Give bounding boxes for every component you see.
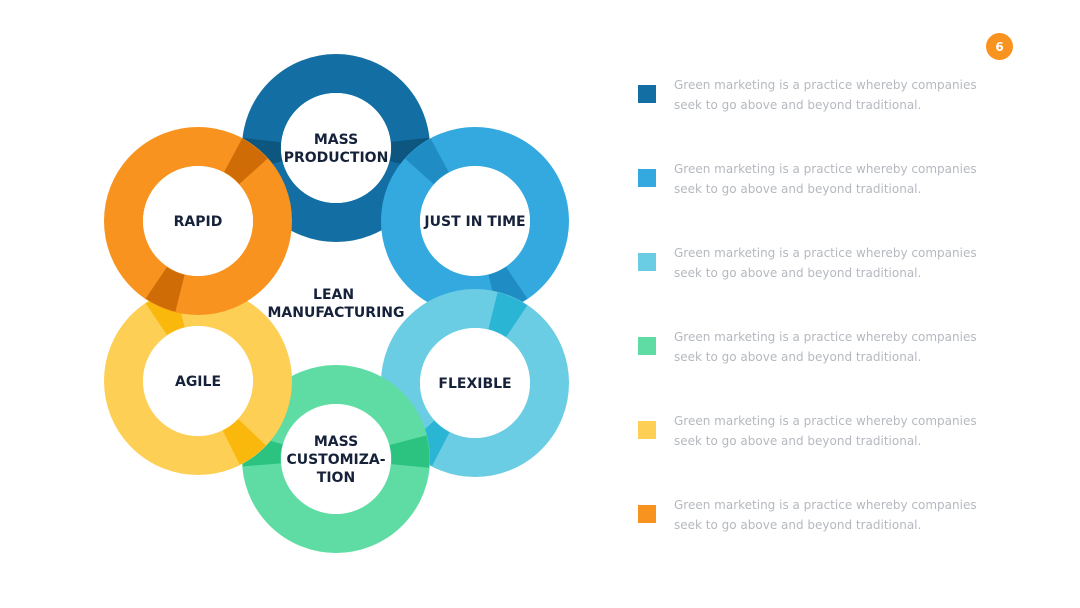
- legend-item: Green marketing is a practice whereby co…: [638, 495, 1018, 539]
- ring-shade: [145, 266, 186, 312]
- ring-shade: [389, 435, 430, 468]
- node-label-line: PRODUCTION: [284, 150, 389, 166]
- legend-swatch: [638, 505, 656, 523]
- node-label: MASS PRODUCTION: [284, 132, 389, 166]
- node-label-line: MASS: [314, 132, 358, 148]
- legend-text: Green marketing is a practice whereby co…: [674, 330, 977, 364]
- node-label-line: MASS: [314, 434, 358, 450]
- node-hole: [281, 404, 391, 514]
- legend-text: Green marketing is a practice whereby co…: [674, 498, 977, 532]
- lean-manufacturing-diagram: MASS PRODUCTION JUST IN TIME FLEXIBLE MASS CU…: [104, 54, 569, 553]
- node-label-line: FLEXIBLE: [438, 376, 511, 392]
- legend-text: Green marketing is a practice whereby co…: [674, 162, 977, 196]
- ring-shade: [223, 138, 268, 185]
- ring-layer: [104, 54, 569, 553]
- legend-item: Green marketing is a practice whereby co…: [638, 75, 1018, 119]
- node-label-line: AGILE: [175, 374, 221, 390]
- legend-text: Green marketing is a practice whereby co…: [674, 78, 977, 112]
- node-label: FLEXIBLE: [438, 376, 511, 392]
- legend-item: Green marketing is a practice whereby co…: [638, 411, 1018, 455]
- node-hole: [281, 93, 391, 203]
- legend-swatch: [638, 337, 656, 355]
- label-layer: MASS PRODUCTION JUST IN TIME FLEXIBLE MASS CU…: [174, 132, 526, 486]
- node-label: AGILE: [175, 374, 221, 390]
- node-label: MASS CUSTOMIZA- TION: [286, 434, 385, 486]
- legend-text: Green marketing is a practice whereby co…: [674, 414, 977, 448]
- center-label-line-2: MANUFACTURING: [267, 305, 404, 321]
- node-label-line: JUST IN TIME: [423, 214, 525, 230]
- node-label-line: CUSTOMIZA-: [286, 452, 385, 468]
- node-label-line: TION: [317, 470, 355, 486]
- legend-item: Green marketing is a practice whereby co…: [638, 159, 1018, 203]
- legend-swatch: [638, 85, 656, 103]
- node-hole: [420, 328, 530, 438]
- ring-shade: [487, 292, 528, 338]
- node-label: JUST IN TIME: [423, 214, 525, 230]
- legend-item: Green marketing is a practice whereby co…: [638, 243, 1018, 287]
- legend-swatch: [638, 421, 656, 439]
- ring-segment: [381, 289, 569, 477]
- node-label: RAPID: [174, 214, 223, 230]
- hole-layer: [143, 93, 530, 514]
- legend-swatch: [638, 253, 656, 271]
- node-hole: [143, 166, 253, 276]
- ring-shade: [405, 138, 450, 185]
- ring-segment: [104, 127, 292, 315]
- legend-item: Green marketing is a practice whereby co…: [638, 327, 1018, 371]
- legend-swatch: [638, 169, 656, 187]
- node-hole: [420, 166, 530, 276]
- center-label-line-1: LEAN: [313, 287, 354, 303]
- node-label-line: RAPID: [174, 214, 223, 230]
- page-number-badge: 6: [986, 33, 1013, 60]
- node-hole: [143, 326, 253, 436]
- legend-text: Green marketing is a practice whereby co…: [674, 246, 977, 280]
- ring-shade: [222, 418, 266, 465]
- center-label: LEAN MANUFACTURING: [267, 287, 404, 321]
